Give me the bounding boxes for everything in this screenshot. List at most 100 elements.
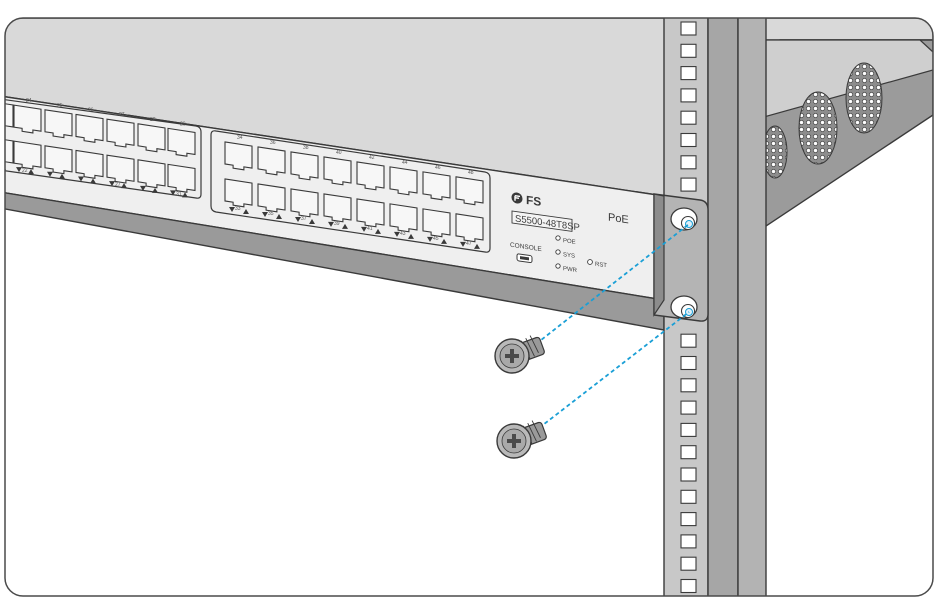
poe-label: PoE [608, 211, 629, 226]
port-number-label: 37 [301, 216, 307, 222]
guide-line-lower [538, 311, 690, 429]
square-hole-icon [680, 88, 697, 103]
square-hole-icon [680, 422, 697, 437]
square-hole-icon [680, 177, 697, 192]
port-led-indicator [309, 218, 315, 224]
ethernet-port [389, 166, 418, 196]
square-hole-icon [680, 534, 697, 549]
port-number-label: 34 [237, 135, 243, 141]
port-number-label: 25 [57, 103, 63, 109]
port-led-indicator [262, 211, 268, 217]
port-number-label: 23 [0, 94, 4, 100]
square-hole-icon [680, 110, 697, 125]
port-number-label: 22 [22, 168, 28, 174]
port-group-right [210, 130, 491, 253]
reset-button-icon [587, 259, 593, 265]
square-hole-icon [680, 132, 697, 148]
ethernet-port [290, 151, 319, 181]
square-hole-icon [680, 556, 697, 571]
ethernet-ports [5, 100, 484, 249]
port-number-label: 40 [336, 150, 342, 156]
bracket-edge [653, 193, 665, 317]
port-led-indicator [121, 183, 127, 189]
rack-rail-side [737, 18, 767, 596]
ethernet-port [356, 161, 385, 191]
port-number-label: 46 [435, 165, 441, 171]
led-sys-label: SYS [563, 252, 575, 260]
port-number-label: 24 [26, 98, 32, 104]
port-number-label: 35 [268, 211, 274, 217]
port-led-indicator [47, 171, 53, 177]
port-led-indicator [460, 241, 466, 247]
led-pwr-label: PWR [563, 266, 578, 274]
port-number-label: 33 [235, 206, 241, 212]
ethernet-port [5, 100, 14, 130]
port-led-indicator [394, 231, 400, 237]
brand-name: FS [526, 193, 541, 209]
ethernet-port [257, 183, 286, 213]
fs-logo-icon [511, 192, 523, 204]
led-poe-label: POE [563, 238, 576, 246]
ethernet-port [167, 127, 196, 157]
square-hole-icon [680, 43, 697, 58]
diagram-frame [4, 17, 934, 597]
square-hole-icon [680, 467, 697, 482]
port-number-label: 28 [150, 117, 156, 123]
ethernet-port [323, 193, 352, 223]
square-hole-icon [680, 155, 697, 170]
square-hole-icon [680, 489, 697, 504]
port-number-label: 26 [88, 107, 94, 113]
ethernet-port [106, 154, 135, 184]
port-number-label: 47 [466, 241, 472, 247]
square-hole-icon [680, 578, 697, 594]
square-hole-icon [680, 378, 697, 393]
ethernet-port [13, 104, 42, 134]
ethernet-port [455, 213, 484, 243]
port-number-label: 36 [270, 140, 276, 146]
port-group-left [5, 98, 202, 199]
port-number-label: 48 [468, 170, 474, 176]
port-number-label: 42 [369, 155, 375, 161]
port-number-label: 27 [115, 182, 121, 188]
ethernet-port [44, 145, 73, 175]
port-number-labels: 2324252627282934363840424446482227313335… [0, 94, 474, 247]
port-led-indicator [375, 228, 381, 234]
square-hole-icon [680, 21, 697, 36]
port-number-label: 38 [303, 145, 309, 151]
screw-icon [494, 335, 545, 374]
ethernet-port [257, 146, 286, 176]
console-label: CONSOLE [510, 242, 542, 254]
ethernet-port [137, 123, 166, 153]
guide-line-upper [535, 223, 690, 345]
port-led-indicator [59, 173, 65, 179]
port-led-indicator [78, 176, 84, 182]
ethernet-port [455, 176, 484, 206]
port-led-indicator [16, 167, 22, 173]
port-number-label: 43 [400, 231, 406, 237]
ethernet-port [137, 159, 166, 189]
port-led-indicator [170, 190, 176, 196]
front-panel-info: FS S5500-48T8SP PoE CONSOLE POE SYS PWR … [510, 192, 629, 274]
port-led-indicator [474, 243, 480, 249]
square-hole-icon [680, 355, 697, 371]
port-led-indicator [229, 206, 235, 212]
console-port-inner [520, 256, 529, 261]
ethernet-port [75, 113, 104, 143]
ethernet-port [5, 136, 14, 166]
ethernet-port [290, 188, 319, 218]
ethernet-port [323, 156, 352, 186]
ethernet-port [422, 171, 451, 201]
vent-grille [845, 62, 883, 134]
port-led-indicator [276, 213, 282, 219]
ethernet-port [75, 149, 104, 179]
led-pwr-icon [555, 263, 561, 269]
port-led-indicator [182, 192, 188, 198]
port-number-label: 27 [119, 112, 125, 118]
ethernet-port [356, 198, 385, 228]
port-led-indicator [140, 185, 146, 191]
ethernet-port [106, 118, 135, 148]
ethernet-port [44, 109, 73, 139]
square-hole-icon [680, 66, 697, 81]
